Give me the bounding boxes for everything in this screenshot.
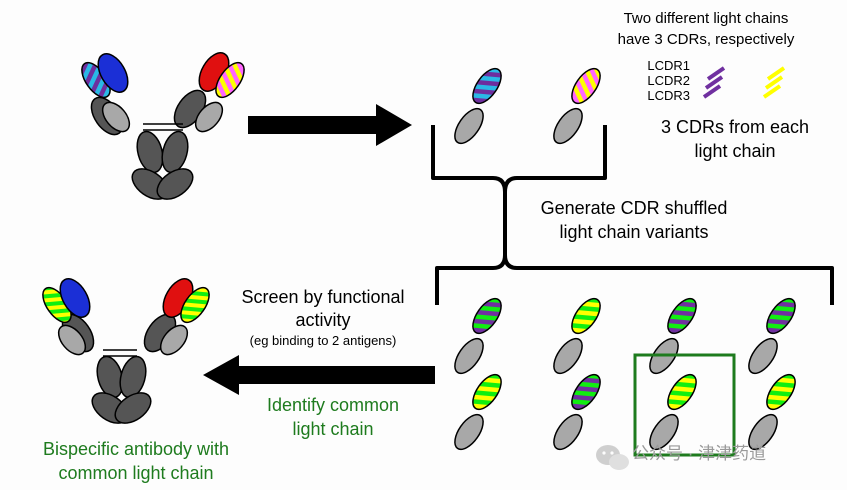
variant-chain-8: [742, 369, 802, 455]
screen-line-2: activity: [295, 310, 351, 330]
cdr-label-lcdr1: LCDR1: [647, 58, 690, 73]
variant-chain-6: [547, 369, 607, 455]
notes-line-2: have 3 CDRs, respectively: [617, 31, 795, 48]
identify-text: Identify common light chain: [238, 393, 428, 441]
parental-light-chain-1: [448, 63, 508, 149]
result-line-1: Bispecific antibody with: [42, 439, 230, 459]
variant-chain-4: [742, 293, 802, 379]
notes-text: Two different light chains have 3 CDRs, …: [600, 8, 812, 50]
screen-text: Screen by functional activity (eg bindin…: [208, 286, 438, 349]
variant-chain-1: [448, 293, 508, 379]
three-cdrs-line-2: light chain: [694, 141, 776, 161]
variant-chain-7: [643, 369, 703, 455]
watermark-text: 公众号 · 津津药道: [632, 444, 767, 463]
left-arrow: [203, 355, 435, 395]
notes-line-1: Two different light chains: [623, 10, 789, 27]
cdr-label-lcdr3: LCDR3: [647, 88, 690, 103]
parental-antibody-1: [81, 52, 245, 200]
cdr-label-lcdr2: LCDR2: [647, 73, 690, 88]
three-cdrs-line-1: 3 CDRs from each: [660, 117, 810, 137]
result-text: Bispecific antibody with common light ch…: [12, 437, 260, 485]
screen-line-1: Screen by functional: [241, 287, 405, 307]
right-arrow: [248, 104, 412, 146]
cdr-strokes-chain-1: [702, 66, 726, 99]
lower-bracket: [435, 253, 834, 305]
cdr-strokes-chain-2: [762, 66, 786, 99]
shuffle-line-1: Generate CDR shuffled: [540, 198, 728, 218]
variant-chain-3: [643, 293, 703, 379]
bispecific-antibody: [42, 278, 210, 424]
shuffle-text: Generate CDR shuffled light chain varian…: [514, 196, 754, 244]
wechat-icon: [596, 445, 629, 470]
identify-line-2: light chain: [292, 419, 374, 439]
screen-line-3: (eg binding to 2 antigens): [249, 333, 397, 348]
identify-line-1: Identify common: [266, 395, 400, 415]
parental-light-chain-2: [547, 63, 607, 149]
variant-chain-2: [547, 293, 607, 379]
cdr-label-list: LCDR1 LCDR2 LCDR3: [630, 58, 690, 103]
shuffle-line-2: light chain variants: [559, 222, 709, 242]
selected-chain-box: [633, 353, 736, 457]
variant-chain-5: [448, 369, 508, 455]
three-cdrs-text: 3 CDRs from each light chain: [640, 115, 830, 163]
result-line-2: common light chain: [58, 463, 214, 483]
